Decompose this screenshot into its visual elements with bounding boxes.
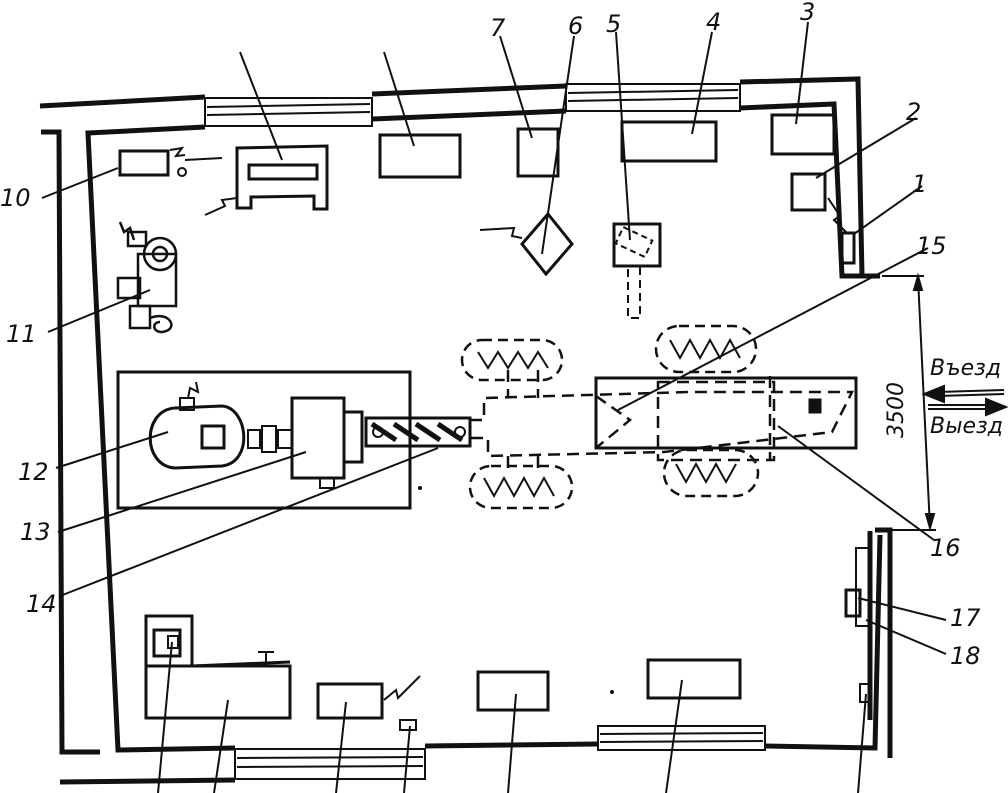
equipment-16-stand <box>594 376 858 450</box>
label-18: 18 <box>950 642 981 670</box>
drive-stand-platform <box>116 370 412 510</box>
equipment-1 <box>840 231 856 265</box>
label-16: 16 <box>930 534 961 562</box>
label-14: 14 <box>26 590 57 618</box>
label-6: 6 <box>568 12 584 40</box>
leader-lines <box>41 21 947 793</box>
equipment-4 <box>620 120 718 163</box>
window-top-left <box>204 97 373 127</box>
equipment-13-gearbox <box>290 396 364 489</box>
equipment-24 <box>646 658 742 700</box>
label-11: 11 <box>6 320 37 348</box>
entrance-width-dimension: 3500 <box>884 382 909 438</box>
label-17: 17 <box>950 604 981 632</box>
label-7: 7 <box>490 14 506 42</box>
label-5: 5 <box>606 10 622 38</box>
front-wheel-top <box>460 338 564 382</box>
equipment-8-workbench <box>204 144 329 216</box>
exit-arrow-icon <box>928 397 1008 417</box>
equipment-18 <box>855 547 871 627</box>
equipment-22 <box>399 719 417 731</box>
rear-wheel-bottom <box>662 448 760 498</box>
equipment-6-diamond <box>479 211 574 277</box>
equipment-23 <box>476 670 550 712</box>
equipment-7 <box>516 127 560 178</box>
label-10: 10 <box>0 184 31 212</box>
label-13: 13 <box>20 518 51 546</box>
front-wheel-bottom <box>468 464 574 510</box>
inner-wall <box>59 101 883 785</box>
window-top-right <box>565 83 741 112</box>
equipment-5 <box>612 222 662 319</box>
equipment-9 <box>378 133 462 179</box>
equipment-19-tank <box>144 614 194 668</box>
equipment-21 <box>316 682 384 720</box>
label-3: 3 <box>800 0 816 26</box>
equipment-14-shaft <box>364 416 472 448</box>
window-bottom-right <box>597 725 766 751</box>
tractor-outline <box>470 370 855 472</box>
equipment-11 <box>116 221 178 334</box>
equipment-2 <box>790 172 827 212</box>
label-12: 12 <box>18 458 49 486</box>
entrance-dimension-line <box>882 272 936 532</box>
label-1: 1 <box>912 170 928 198</box>
equipment-10 <box>118 146 223 177</box>
equipment-12-motor <box>148 381 293 470</box>
exit-label: Выезд <box>930 414 1003 439</box>
window-bottom-left <box>234 748 426 780</box>
label-15: 15 <box>916 232 947 260</box>
equipment-3 <box>770 113 836 156</box>
label-4: 4 <box>706 8 722 36</box>
equipment-20-bench <box>144 651 292 720</box>
equipment-17 <box>844 588 862 618</box>
label-2: 2 <box>906 98 922 126</box>
rear-wheel-top <box>654 324 758 374</box>
entrance-label: Въезд <box>930 356 1002 381</box>
entry-arrow-icon <box>921 384 1005 404</box>
